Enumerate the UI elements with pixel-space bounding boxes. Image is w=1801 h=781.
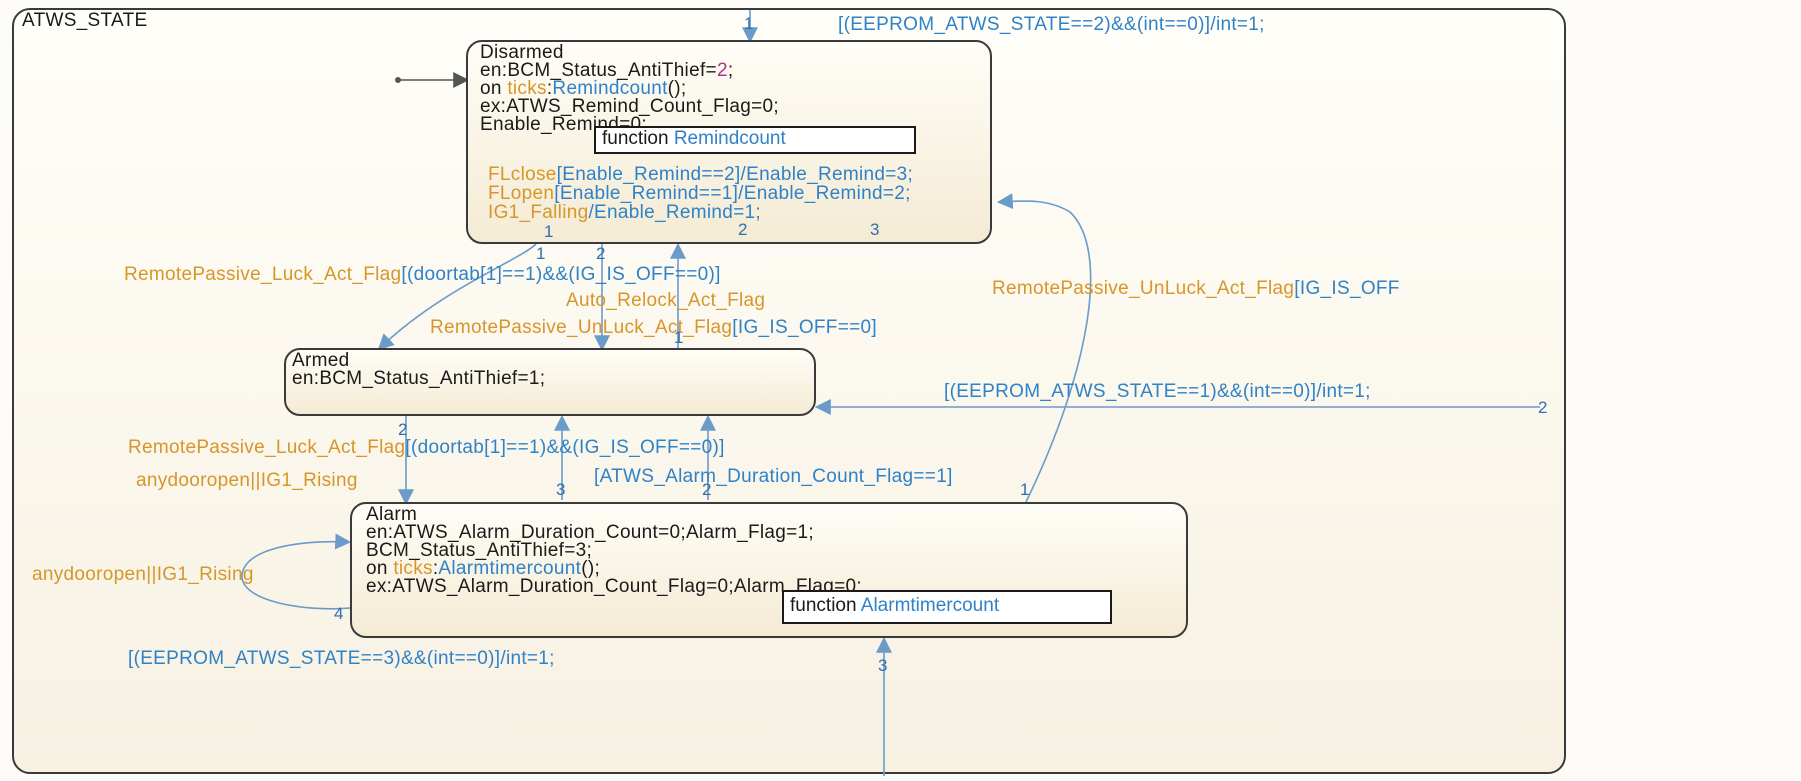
cond: [(doortab[1]==1)&&(IG_IS_OFF==0)] <box>401 264 721 285</box>
event: FLclose <box>488 164 557 185</box>
inner-transition-1[interactable]: FLclose[Enable_Remind==2]/Enable_Remind=… <box>488 164 913 186</box>
kw-en: en: <box>480 60 508 81</box>
fn-call: Alarmtimercount <box>438 558 582 579</box>
function-box-alarmtimercount[interactable]: function Alarmtimercount <box>782 590 1112 624</box>
colon: : <box>432 558 439 579</box>
end: ; <box>727 60 734 81</box>
t3-src-number: 1 <box>674 328 684 347</box>
t8-number: 2 <box>702 480 712 499</box>
cond: [Enable_Remind==2]/Enable_Remind=3; <box>556 164 914 185</box>
function-box-remindcount[interactable]: function Remindcount <box>594 126 916 154</box>
disarmed-on-action: on ticks:Remindcount(); <box>480 78 687 100</box>
kw-ticks: ticks <box>507 78 547 99</box>
t9-number: 3 <box>556 480 566 499</box>
event: RemotePassive_UnLuck_Act_Flag <box>430 317 733 338</box>
state-alarm-name: Alarm <box>366 504 418 525</box>
cond: /Enable_Remind=1; <box>588 202 761 223</box>
disarmed-to-armed-luck[interactable] <box>377 243 537 351</box>
self-loop-label-3: 3 <box>870 220 880 239</box>
t2-src-number: 2 <box>596 244 606 263</box>
self-loop-label-1: 1 <box>544 222 554 241</box>
event: RemotePassive_Luck_Act_Flag <box>124 264 402 285</box>
t10-label[interactable]: anydooropen||IG1_Rising <box>32 564 254 585</box>
alarm-entry-action-2: BCM_Status_AntiThief=3; <box>366 540 593 561</box>
kw-function: function <box>790 595 857 616</box>
state-armed-name: Armed <box>292 350 350 371</box>
end: (); <box>581 558 601 579</box>
disarmed-exit-action: ex:ATWS_Remind_Count_Flag=0; <box>480 96 779 117</box>
colon: : <box>546 78 553 99</box>
end: (); <box>667 78 687 99</box>
t1-src-number: 1 <box>536 244 546 263</box>
t2-label[interactable]: Auto_Relock_Act_Flag <box>566 290 766 311</box>
kw-on: on <box>480 78 508 99</box>
event: RemotePassive_Luck_Act_Flag <box>128 437 406 458</box>
t11-label[interactable]: [(EEPROM_ATWS_STATE==3)&&(int==0)]/int=1… <box>128 648 555 669</box>
t5-number: 2 <box>1538 398 1548 417</box>
cond: [(doortab[1]==1)&&(IG_IS_OFF==0)] <box>405 437 725 458</box>
t7-label[interactable]: anydooropen||IG1_Rising <box>136 470 358 491</box>
t11-number: 3 <box>878 656 888 675</box>
fn-call: Remindcount <box>552 78 668 99</box>
alarm-to-disarmed-unluck[interactable] <box>996 193 1092 503</box>
init-transition-number: 1 <box>744 14 754 33</box>
eq: = <box>705 60 717 81</box>
t6-number: 2 <box>398 420 408 439</box>
val: 2 <box>716 60 728 81</box>
function-name: Remindcount <box>673 128 786 149</box>
t5-label[interactable]: [(EEPROM_ATWS_STATE==1)&&(int==0)]/int=1… <box>944 381 1371 402</box>
t10-number: 4 <box>334 604 344 623</box>
alarm-entry-action: en:ATWS_Alarm_Duration_Count=0;Alarm_Fla… <box>366 522 814 543</box>
alarm-exit-action: ex:ATWS_Alarm_Duration_Count_Flag=0;Alar… <box>366 576 862 597</box>
t4-src-number: 1 <box>1020 480 1030 499</box>
sig: BCM_Status_AntiThief <box>507 60 706 81</box>
kw-on: on <box>366 558 394 579</box>
function-name: Alarmtimercount <box>860 595 1000 616</box>
state-armed[interactable] <box>284 348 816 416</box>
init-transition-label[interactable]: [(EEPROM_ATWS_STATE==2)&&(int==0)]/int=1… <box>838 14 1265 35</box>
event: FLopen <box>488 183 555 204</box>
event: IG1_Falling <box>488 202 589 223</box>
t8-label[interactable]: [ATWS_Alarm_Duration_Count_Flag==1] <box>594 466 953 487</box>
alarm-self-loop[interactable] <box>241 533 352 610</box>
t3-label[interactable]: RemotePassive_UnLuck_Act_Flag[IG_IS_OFF=… <box>430 317 877 339</box>
t4-label[interactable]: RemotePassive_UnLuck_Act_Flag[IG_IS_OFF <box>992 278 1400 300</box>
chart-title: ATWS_STATE <box>22 10 148 31</box>
inner-transition-3[interactable]: IG1_Falling/Enable_Remind=1; <box>488 202 761 224</box>
kw-function: function <box>602 128 669 149</box>
state-disarmed-name: Disarmed <box>480 42 564 63</box>
t6-label[interactable]: RemotePassive_Luck_Act_Flag[(doortab[1]=… <box>128 437 725 459</box>
alarm-on-action: on ticks:Alarmtimercount(); <box>366 558 600 580</box>
self-loop-label-2: 2 <box>738 220 748 239</box>
event: RemotePassive_UnLuck_Act_Flag <box>992 278 1295 299</box>
kw-ticks: ticks <box>393 558 433 579</box>
disarmed-entry-action: en:BCM_Status_AntiThief=2; <box>480 60 733 82</box>
cond: [IG_IS_OFF==0] <box>732 317 877 338</box>
t1-label[interactable]: RemotePassive_Luck_Act_Flag[(doortab[1]=… <box>124 264 721 286</box>
cond: [Enable_Remind==1]/Enable_Remind=2; <box>554 183 911 204</box>
armed-entry-action: en:BCM_Status_AntiThief=1; <box>292 368 546 389</box>
inner-transition-2[interactable]: FLopen[Enable_Remind==1]/Enable_Remind=2… <box>488 183 911 205</box>
cond: [IG_IS_OFF <box>1294 278 1400 299</box>
